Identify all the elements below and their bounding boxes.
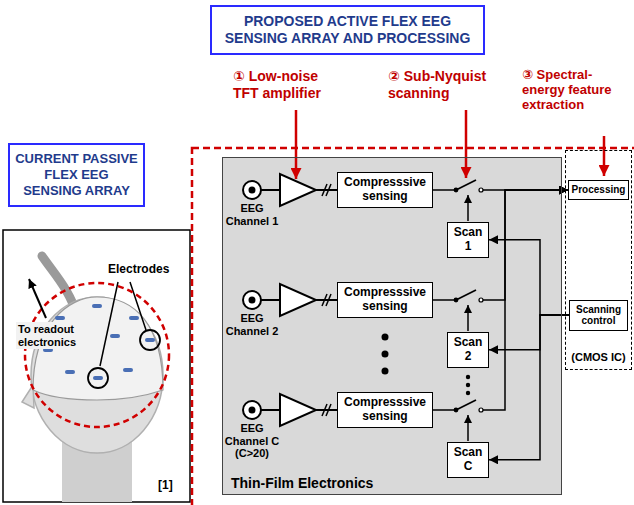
process-box: Compresssive sensing [337, 392, 433, 428]
electrode-highlight [140, 330, 160, 350]
node-text: Scanning control [572, 304, 625, 327]
callout-label: Electrodes [108, 262, 178, 276]
callout-label: ③ Spectral-energy feature extraction [522, 68, 632, 113]
leader-arrow [29, 279, 46, 318]
leader-line [100, 282, 118, 366]
signal-arrow [489, 315, 569, 350]
node-text: Scan 1 [450, 226, 486, 254]
proposal-region [192, 148, 634, 505]
node-text: Compresssive sensing [340, 176, 430, 204]
channel-front-end [243, 394, 337, 426]
node-text: Scan C [450, 446, 486, 474]
node-text: Processing [571, 184, 626, 196]
switch-symbol [454, 400, 483, 441]
reference-mark: [1] [158, 478, 184, 492]
electrode-highlight [88, 368, 108, 388]
scan-box: Scan C [447, 442, 489, 478]
callout-label: ① Low-noise TFT amplifier [233, 68, 345, 101]
leader-arrow [465, 110, 468, 178]
signal-arrow [433, 190, 568, 410]
process-box: Processing [568, 180, 629, 200]
cmos-ic-region: (CMOS IC) ProcessingScanning control [565, 150, 632, 370]
channel-label: EEG Channel C (C>20) [224, 422, 280, 460]
region-circle [25, 283, 169, 427]
panel-title: CURRENT PASSIVE FLEX EEG SENSING ARRAY [8, 143, 145, 207]
node-text: (CMOS IC) [571, 351, 625, 363]
channel-label: EEG Channel 1 [224, 202, 280, 227]
callout-label: ② Sub-Nyquist scanning [388, 68, 510, 101]
leader-arrow [295, 110, 298, 179]
node-text: PROPOSED ACTIVE FLEX EEG SENSING ARRAY A… [217, 13, 478, 47]
node-text: Compresssive sensing [340, 396, 430, 424]
signal-arrow [489, 315, 569, 460]
signal-arrow [433, 190, 568, 300]
callout-label: To readout electronics [16, 322, 90, 349]
panel-title: PROPOSED ACTIVE FLEX EEG SENSING ARRAY A… [210, 5, 485, 55]
switch-symbol [454, 180, 483, 221]
process-box: Compresssive sensing [337, 282, 433, 318]
signal-arrow [489, 240, 569, 315]
process-box: Compresssive sensing [337, 172, 433, 208]
scan-box: Scan 2 [447, 332, 489, 368]
panel-frame [3, 230, 190, 502]
node-text: Scan 2 [450, 336, 486, 364]
leader-arrow [603, 136, 606, 176]
node-text: CURRENT PASSIVE FLEX EEG SENSING ARRAY [15, 151, 138, 199]
leader-line [130, 282, 146, 330]
scan-box: Scan 1 [447, 222, 489, 258]
channel-label: EEG Channel 2 [224, 312, 280, 337]
control-box: Scanning control [569, 300, 628, 331]
channel-front-end [243, 174, 337, 206]
thin-film-panel: Thin-Film Electronics Compresssive sensin… [222, 157, 562, 495]
switch-symbol [454, 290, 483, 331]
channel-front-end [243, 284, 337, 316]
node-text: Thin-Film Electronics [231, 475, 373, 491]
node-text: Compresssive sensing [340, 286, 430, 314]
thin-film-ground [222, 157, 562, 495]
